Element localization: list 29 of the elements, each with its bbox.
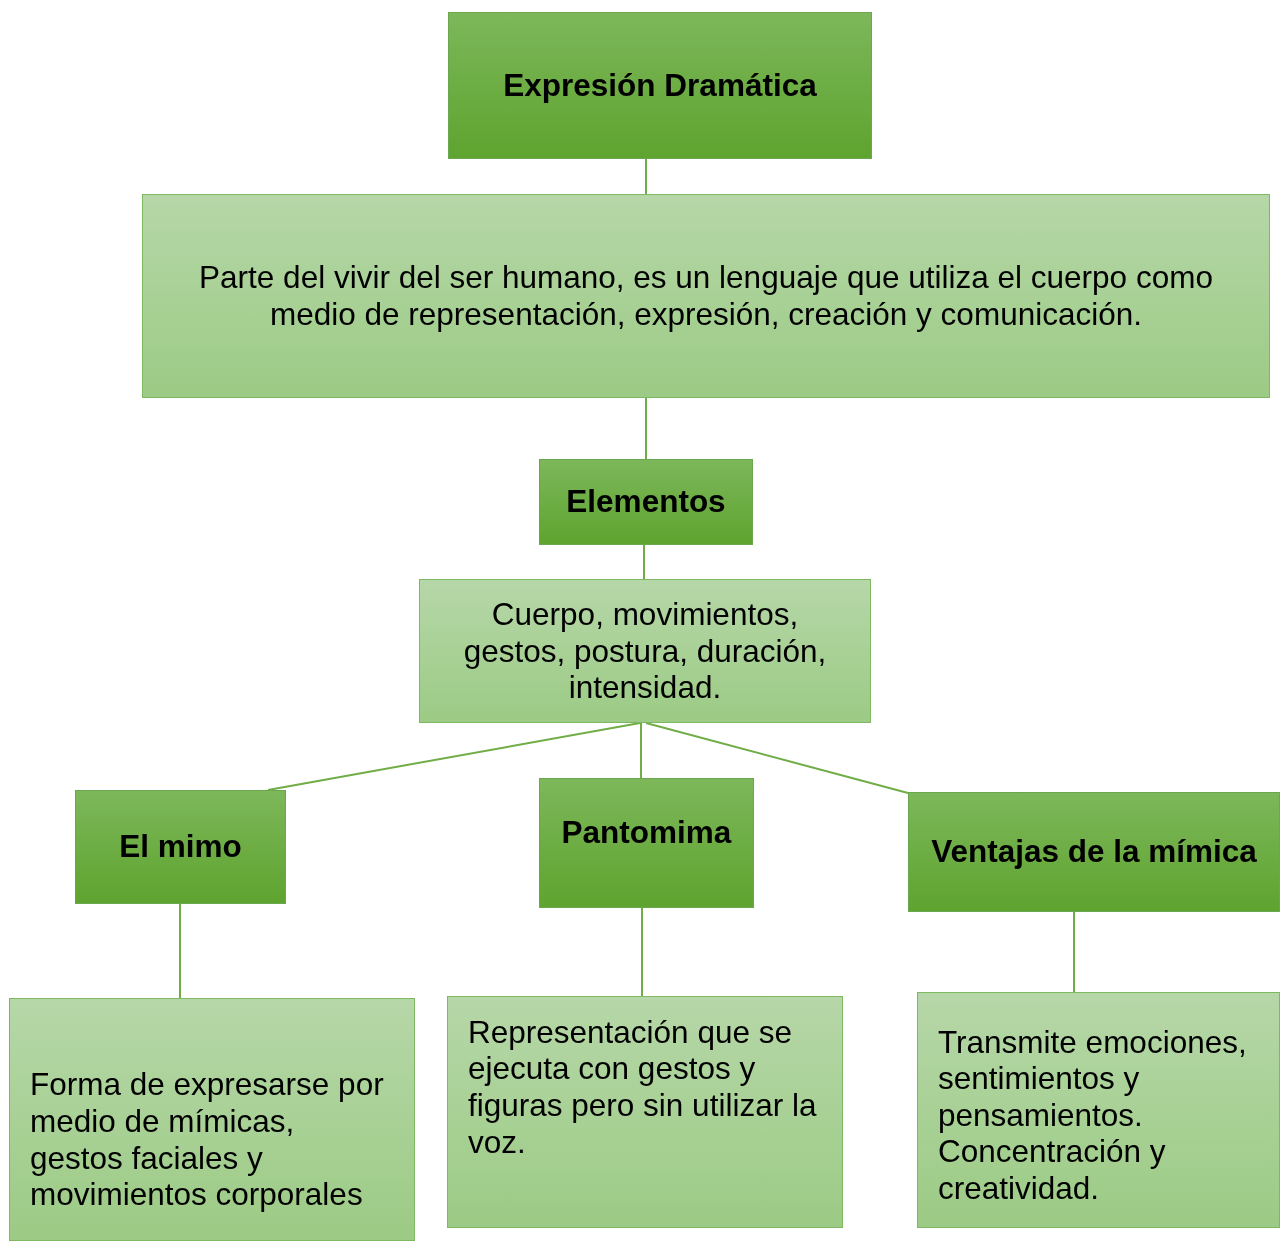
description-box (447, 996, 843, 1228)
heading-box (75, 790, 286, 904)
connector-line (643, 544, 645, 580)
description-box (419, 579, 871, 723)
description-box (917, 992, 1280, 1228)
description-text: Forma de expresarse por medio de mímicas, gestos faciales y movimientos corporales (30, 1066, 385, 1213)
heading-box (539, 778, 754, 908)
description-box (9, 998, 415, 1241)
heading-box (539, 459, 753, 545)
description-text: Transmite emociones, sentimientos y pensamientos. Concentración y creatividad. (938, 1023, 1248, 1207)
heading-text: El mimo (119, 828, 242, 866)
description-box (142, 194, 1270, 398)
connector-line (640, 722, 642, 779)
connector-line (179, 903, 181, 999)
connector-line (645, 722, 909, 794)
description-text: Cuerpo, movimientos, gestos, postura, duración, intensidad. (462, 596, 828, 706)
connector-line (641, 907, 643, 997)
heading-text: Elementos (566, 483, 726, 521)
description-text: Representación que se ejecuta con gestos y figuras pero sin utilizar la voz. (468, 1013, 818, 1161)
heading-box (908, 792, 1280, 912)
description-text: Parte del vivir del ser humano, es un lenguaje que utiliza el cuerpo como medio de representación, expresión, creación y comunicación. (198, 259, 1214, 333)
heading-text: Expresión Dramática (503, 66, 817, 105)
connector-line (1073, 911, 1075, 993)
connector-line (645, 158, 647, 195)
heading-text: Ventajas de la mímica (931, 833, 1257, 871)
connector-line (645, 397, 647, 460)
connector-line (267, 722, 641, 791)
heading-text: Pantomima (561, 814, 732, 852)
heading-box (448, 12, 872, 159)
